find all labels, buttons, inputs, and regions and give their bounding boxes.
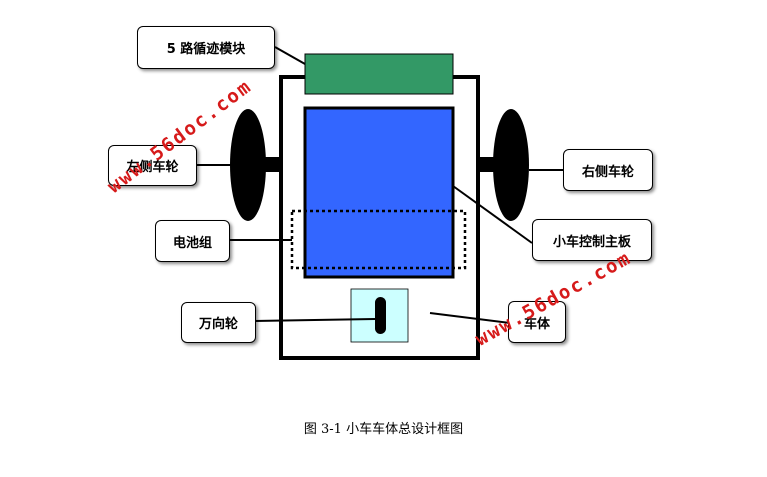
label-main-board: 小车控制主板 bbox=[532, 219, 652, 261]
car-design-diagram bbox=[195, 46, 563, 360]
leader-body bbox=[429, 312, 511, 324]
leader-main-board bbox=[452, 185, 533, 244]
universal-wheel-icon bbox=[375, 297, 386, 334]
right-axle bbox=[478, 157, 496, 172]
leader-universal-wheel bbox=[253, 318, 376, 322]
label-battery: 电池组 bbox=[155, 220, 230, 262]
left-wheel-icon bbox=[230, 109, 266, 221]
label-right-wheel: 右侧车轮 bbox=[563, 149, 653, 191]
label-tracking-module: 5 路循迹模块 bbox=[137, 26, 275, 69]
figure-caption: 图 3-1 小车车体总设计框图 bbox=[303, 422, 464, 437]
leader-tracking bbox=[274, 46, 306, 65]
label-left-wheel: 左侧车轮 bbox=[108, 145, 197, 186]
main-board-block bbox=[303, 106, 455, 279]
battery-pack-outline bbox=[290, 209, 467, 270]
label-universal-wheel: 万向轮 bbox=[181, 302, 256, 343]
label-body: 车体 bbox=[508, 301, 566, 343]
tracking-module-block bbox=[304, 53, 454, 95]
right-wheel-icon bbox=[493, 109, 529, 221]
